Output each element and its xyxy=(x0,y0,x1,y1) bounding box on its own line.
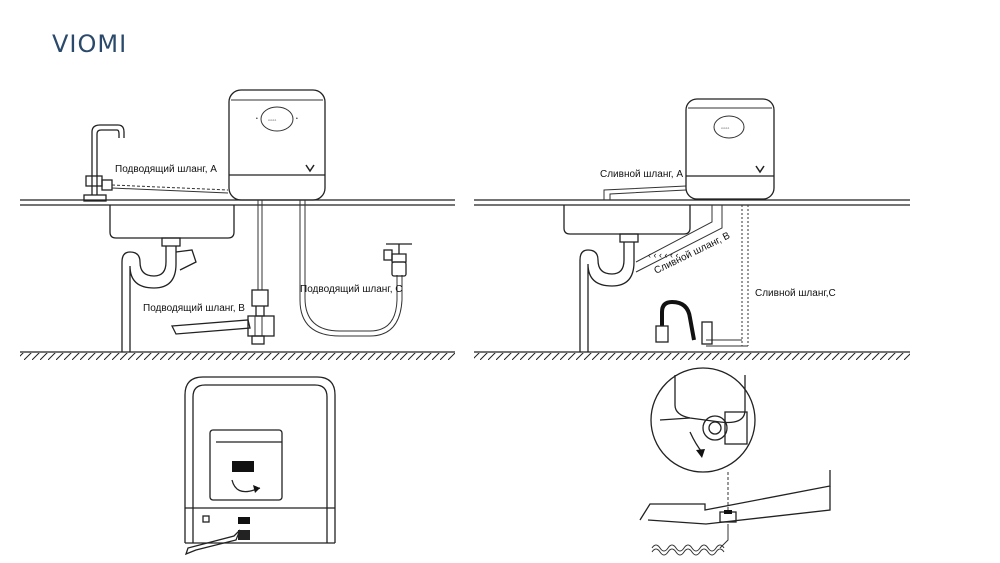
label-inlet-hose-c: Подводящий шланг, C xyxy=(300,284,402,295)
left-valve-pipe xyxy=(170,315,275,345)
right-drain-hose-a xyxy=(603,185,687,200)
right-dishwasher: ◦◦◦◦ xyxy=(685,98,775,200)
svg-text:◦◦◦◦: ◦◦◦◦ xyxy=(268,118,277,124)
svg-text:‹ ‹ ‹ ‹ ‹ ‹: ‹ ‹ ‹ ‹ ‹ ‹ xyxy=(648,250,679,260)
coiled-hose xyxy=(651,548,725,556)
left-dishwasher: ◦◦◦◦ • • xyxy=(228,89,326,201)
label-drain-hose-a: Сливной шланг, A xyxy=(600,169,683,180)
down-arrow-icon xyxy=(689,431,703,453)
faucet-icon xyxy=(83,124,125,202)
label-inlet-hose-b: Подводящий шланг, B xyxy=(143,303,245,314)
right-black-hose xyxy=(655,299,713,345)
label-inlet-hose-a: Подводящий шланг, A xyxy=(115,164,217,175)
right-inset-drain-detail xyxy=(639,367,831,556)
left-inset-dishwasher-back xyxy=(184,376,336,556)
left-inlet-diagram: ◦◦◦◦ • • Подводящи xyxy=(20,89,455,360)
viomi-logo-icon xyxy=(305,164,315,173)
right-drain-hose-b: ‹ ‹ ‹ ‹ ‹ ‹ xyxy=(635,205,723,273)
right-countertop xyxy=(474,199,910,206)
brand-logo: VIOMI xyxy=(52,30,128,58)
svg-text:•: • xyxy=(256,116,258,122)
left-drain-trap xyxy=(121,237,197,352)
left-floor xyxy=(20,351,455,360)
wall-tap-icon xyxy=(383,243,412,277)
svg-text:•: • xyxy=(296,116,298,122)
left-sink-basin xyxy=(109,205,235,239)
left-hose-c xyxy=(299,200,403,337)
left-hose-b xyxy=(251,200,269,317)
left-hose-a xyxy=(111,184,229,191)
label-drain-hose-c: Сливной шланг,C xyxy=(755,288,836,299)
right-drain-trap xyxy=(579,233,639,352)
rotate-arrow-icon xyxy=(231,479,261,493)
svg-text:◦◦◦◦: ◦◦◦◦ xyxy=(721,126,730,132)
right-floor xyxy=(474,351,910,360)
right-drain-diagram: ‹ ‹ ‹ ‹ ‹ ‹ ◦◦◦◦ Сливной ш xyxy=(474,98,910,360)
right-sink-basin xyxy=(563,205,691,235)
